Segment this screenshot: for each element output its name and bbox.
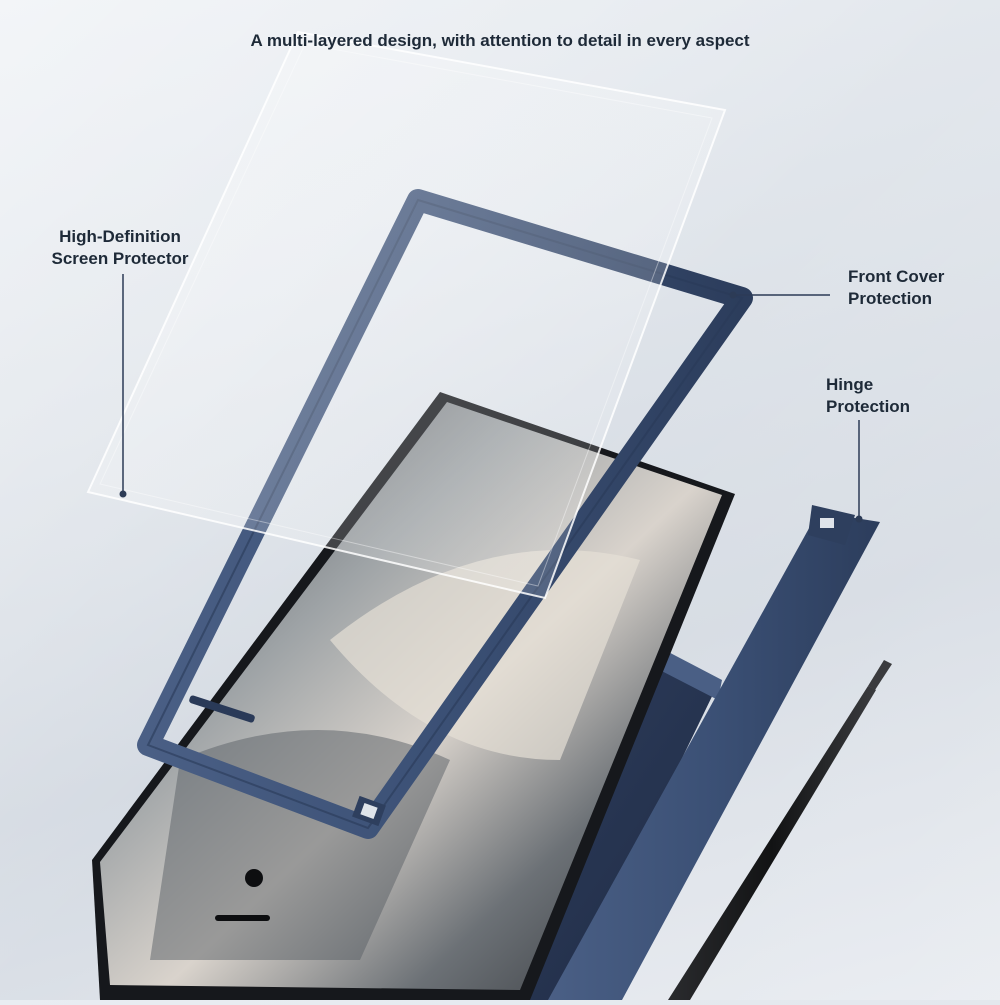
callout-front-cover: Front Cover Protection	[848, 266, 998, 310]
stylus-tip	[868, 660, 892, 690]
leader-dot-hinge	[855, 515, 863, 523]
callout-screen-protector: High-Definition Screen Protector	[30, 226, 210, 270]
hinge-clip-hole	[820, 518, 834, 528]
port-icon	[215, 915, 270, 921]
leader-dot-front	[729, 291, 737, 299]
stylus-body	[668, 686, 876, 1000]
callout-front-cover-line1: Front Cover	[848, 267, 945, 286]
frame-button-slot	[189, 695, 255, 723]
callout-hinge: Hinge Protection	[826, 374, 976, 418]
camera-icon	[245, 869, 263, 887]
wallpaper-shade	[150, 730, 450, 960]
callout-screen-protector-line1: High-Definition	[59, 227, 181, 246]
callout-hinge-line2: Protection	[826, 397, 911, 416]
hinge-protection-strip	[548, 512, 880, 1000]
callout-hinge-line1: Hinge	[826, 375, 874, 394]
frame-clip-hole	[360, 802, 378, 820]
headline: A multi-layered design, with attention t…	[250, 31, 750, 50]
screen-protector-inner-edge	[99, 43, 713, 587]
callout-screen-protector-line2: Screen Protector	[51, 249, 189, 268]
screen-protector-glass	[86, 30, 727, 600]
callout-front-cover-line2: Protection	[848, 289, 933, 308]
leader-dot-screen	[119, 490, 127, 498]
